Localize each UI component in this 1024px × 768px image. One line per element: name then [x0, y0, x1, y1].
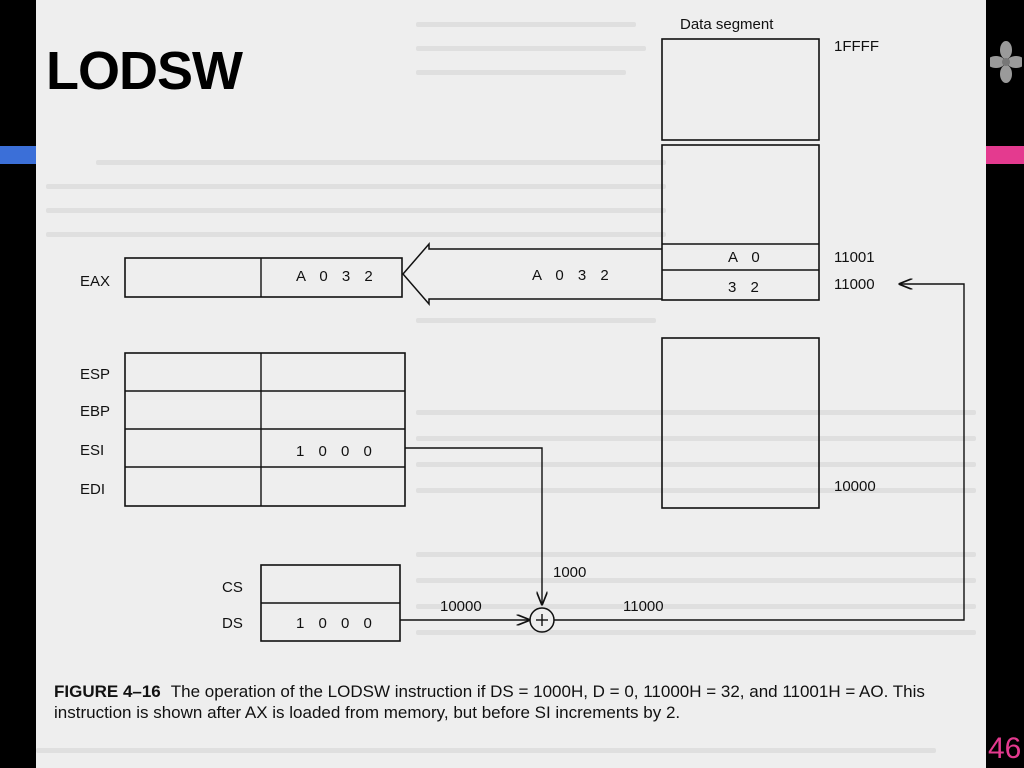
- memory-cell-11001: A 0: [728, 249, 765, 266]
- eax-register: [124, 257, 403, 298]
- scanned-figure: [36, 0, 986, 768]
- bleed-through-line: [416, 552, 976, 557]
- bleed-through-line: [416, 578, 976, 583]
- bleed-through-line: [416, 46, 646, 51]
- bleed-through-line: [416, 630, 976, 635]
- esp-label: ESP: [80, 366, 110, 383]
- cs-label: CS: [222, 579, 243, 596]
- accent-band-left: [0, 146, 40, 164]
- ds-label: DS: [222, 615, 243, 632]
- ds-value: 1 0 0 0: [296, 615, 377, 632]
- sum-label: 11000: [623, 598, 664, 615]
- bleed-through-line: [416, 488, 976, 493]
- address-11001: 11001: [834, 249, 875, 266]
- bleed-through-line: [416, 22, 636, 27]
- accent-band-right: [985, 146, 1024, 164]
- address-11000: 11000: [834, 276, 875, 293]
- caption-text: The operation of the LODSW instruction i…: [54, 682, 925, 722]
- bleed-through-line: [46, 208, 666, 213]
- transfer-arrow: [402, 241, 662, 307]
- slide-title: LODSW: [46, 41, 243, 101]
- edi-label: EDI: [80, 481, 105, 498]
- bleed-through-line: [46, 184, 666, 189]
- bleed-through-line: [416, 604, 976, 609]
- bleed-through-line: [416, 70, 626, 75]
- data-segment-label: Data segment: [680, 16, 774, 33]
- eax-label: EAX: [80, 273, 110, 290]
- bleed-through-line: [36, 748, 936, 753]
- bleed-through-line: [96, 160, 666, 165]
- esi-label: ESI: [80, 442, 104, 459]
- bleed-through-line: [416, 410, 976, 415]
- offset-label: 1000: [553, 564, 586, 581]
- esi-value: 1 0 0 0: [296, 443, 377, 460]
- figure-label: FIGURE 4–16: [54, 682, 161, 701]
- memory-block-middle: [661, 144, 820, 301]
- memory-block-bottom: [661, 337, 820, 509]
- address-top: 1FFFF: [834, 38, 879, 55]
- transfer-value: A 0 3 2: [532, 267, 614, 284]
- ebp-label: EBP: [80, 403, 110, 420]
- bleed-through-line: [46, 232, 666, 237]
- memory-block-top: [661, 38, 820, 141]
- bleed-through-line: [416, 318, 656, 323]
- flower-icon: [990, 41, 1022, 83]
- address-arrow: [554, 284, 965, 621]
- offset-arrow: [405, 447, 542, 604]
- eax-value: A 0 3 2: [296, 268, 378, 285]
- segment-label: 10000: [440, 598, 482, 615]
- address-10000: 10000: [834, 478, 876, 495]
- bleed-through-line: [416, 436, 976, 441]
- bleed-through-line: [416, 462, 976, 467]
- page-number: 46: [988, 732, 1022, 765]
- memory-cell-11000: 3 2: [728, 279, 764, 296]
